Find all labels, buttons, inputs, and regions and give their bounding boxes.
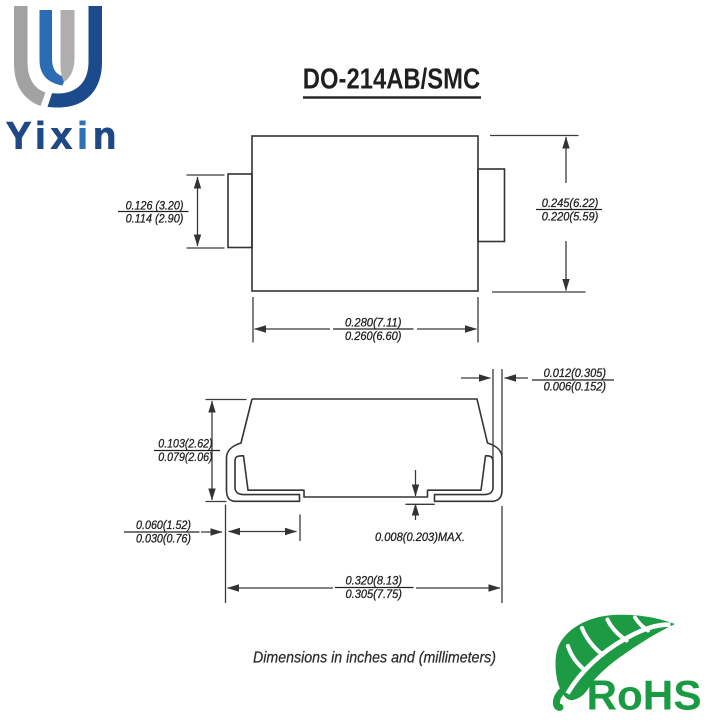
- svg-text:Yixin: Yixin: [6, 116, 121, 158]
- svg-text:0.103(2.62): 0.103(2.62): [158, 437, 212, 451]
- svg-text:0.126 (3.20): 0.126 (3.20): [126, 199, 184, 213]
- svg-text:0.030(0.76): 0.030(0.76): [136, 532, 191, 546]
- svg-text:0.079(2.06): 0.079(2.06): [158, 450, 212, 464]
- svg-text:0.320(8.13): 0.320(8.13): [346, 574, 403, 588]
- svg-text:DO-214AB/SMC: DO-214AB/SMC: [303, 64, 481, 96]
- svg-text:0.012(0.305): 0.012(0.305): [544, 366, 606, 380]
- svg-text:Dimensions in inches and (mill: Dimensions in inches and (millimeters): [253, 650, 496, 667]
- svg-text:0.220(5.59): 0.220(5.59): [542, 210, 599, 224]
- svg-text:0.305(7.75): 0.305(7.75): [346, 587, 403, 601]
- svg-text:0.006(0.152): 0.006(0.152): [544, 380, 606, 394]
- svg-text:0.280(7.11): 0.280(7.11): [345, 316, 402, 330]
- svg-text:0.114 (2.90): 0.114 (2.90): [126, 211, 184, 225]
- svg-text:0.060(1.52): 0.060(1.52): [136, 518, 191, 532]
- svg-text:RoHS: RoHS: [587, 672, 702, 719]
- svg-text:0.008(0.203)MAX.: 0.008(0.203)MAX.: [375, 530, 465, 544]
- svg-text:0.245(6.22): 0.245(6.22): [542, 196, 599, 210]
- svg-text:0.260(6.60): 0.260(6.60): [345, 329, 402, 343]
